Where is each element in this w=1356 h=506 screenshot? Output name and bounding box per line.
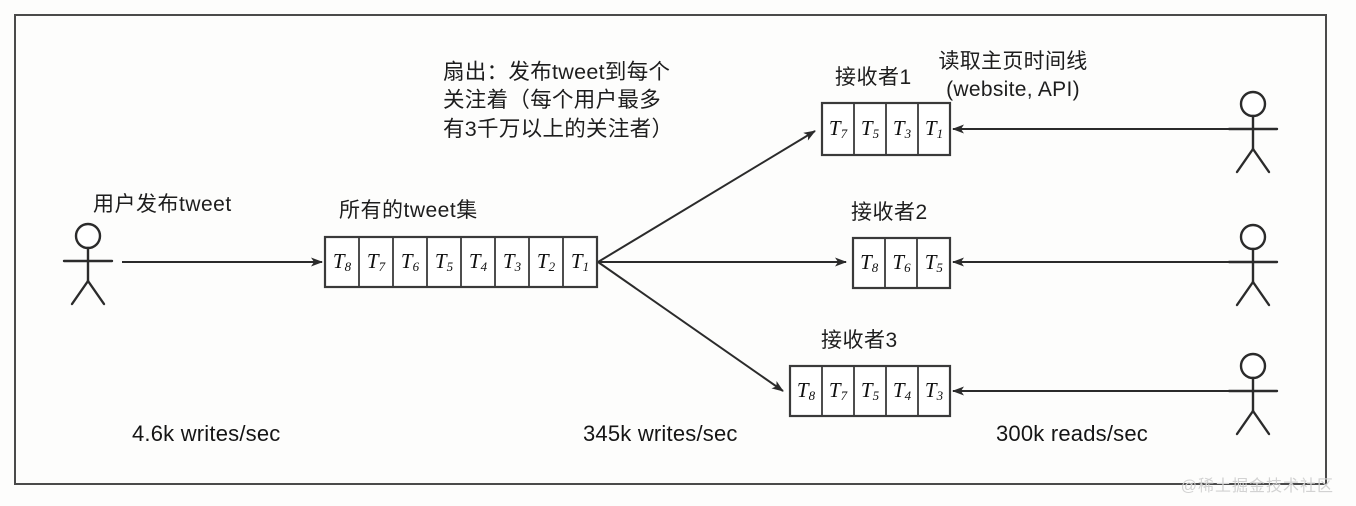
metric-reads: 300k reads/sec <box>996 421 1148 446</box>
receiver-2-box <box>851 236 952 290</box>
receiver-2-cell-2: T6 <box>892 250 911 275</box>
receiver-3-box <box>788 364 952 418</box>
main-store-cell-4: T5 <box>434 249 454 274</box>
receiver-1-cell-4: T1 <box>924 116 944 141</box>
receiver-3-cell-4: T4 <box>892 378 912 403</box>
label-all-tweets: 所有的tweet集 <box>339 199 478 222</box>
stick-figure-reader-2 <box>1227 223 1279 307</box>
outer-frame <box>14 14 1327 485</box>
stick-figure-reader-1 <box>1227 90 1279 174</box>
main-store-cell-6: T3 <box>502 249 522 274</box>
main-store-cell-5: T4 <box>468 249 488 274</box>
receiver-3-cell-2: T7 <box>828 378 848 403</box>
metric-writes-fanout: 345k writes/sec <box>583 421 738 446</box>
metric-writes-in: 4.6k writes/sec <box>132 421 281 446</box>
receiver-3-cell-5: T3 <box>924 378 944 403</box>
arrow-fanout-to-receiver-3 <box>597 261 784 392</box>
receiver-1-title: 接收者1 <box>835 66 912 89</box>
fanout-description: 扇出：发布tweet到每个 关注着（每个用户最多 有3千万以上的关注者） <box>443 60 674 141</box>
stick-figure-writer <box>62 222 114 306</box>
receiver-2-cell-3: T5 <box>924 250 943 275</box>
receiver-2-title: 接收者2 <box>851 201 928 224</box>
main-store-cell-1: T8 <box>332 249 352 274</box>
label-user-post-tweet: 用户发布tweet <box>93 193 232 216</box>
receiver-1-box <box>820 101 952 157</box>
receiver-2-cell-1: T8 <box>860 250 879 275</box>
receiver-1-cell-3: T3 <box>892 116 912 141</box>
receiver-1-cell-2: T5 <box>860 116 880 141</box>
main-store-cell-7: T2 <box>536 249 556 274</box>
main-store-cell-2: T7 <box>366 249 386 274</box>
main-store-box <box>323 235 599 289</box>
arrow-fanout-to-receiver-1 <box>597 130 816 263</box>
main-store-cell-8: T1 <box>570 249 590 274</box>
receiver-3-cell-3: T5 <box>860 378 880 403</box>
main-store-cell-3: T6 <box>400 249 420 274</box>
receiver-1-cell-1: T7 <box>828 116 848 141</box>
label-read-home-timeline: 读取主页时间线 (website, API) <box>938 50 1088 101</box>
watermark: @稀土掘金技术社区 <box>1180 478 1334 495</box>
receiver-3-cell-1: T8 <box>796 378 816 403</box>
receiver-3-title: 接收者3 <box>821 329 898 352</box>
stick-figure-reader-3 <box>1227 352 1279 436</box>
